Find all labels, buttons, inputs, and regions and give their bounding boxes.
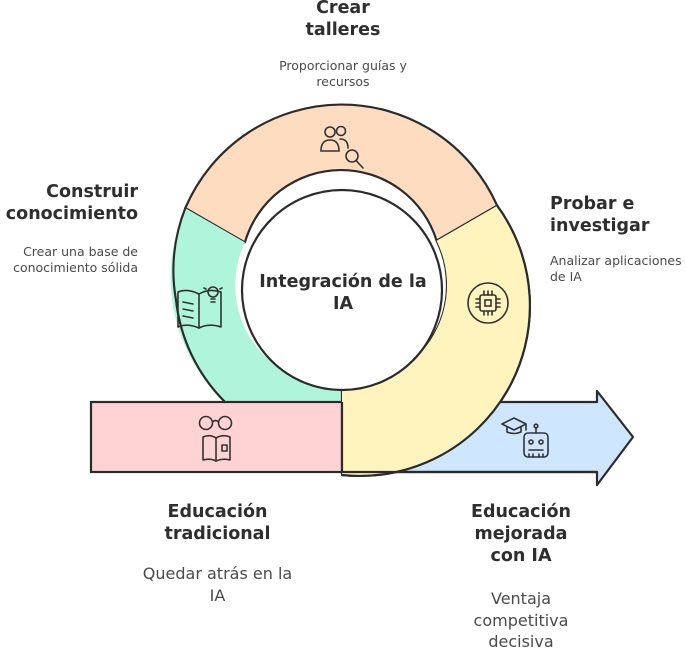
traditional-education-description: Quedar atrás en la IA bbox=[142, 564, 293, 605]
build-knowledge-description: Crear una base de conocimiento sólida bbox=[13, 244, 138, 276]
build-knowledge-title: Construir conocimiento bbox=[5, 182, 138, 224]
book-lightbulb-icon bbox=[177, 286, 223, 329]
enhanced-education-description: Ventaja competitiva decisiva bbox=[473, 589, 569, 652]
test-investigate-title: Probar e investigar bbox=[550, 194, 650, 236]
robot-graduation-icon bbox=[501, 417, 549, 458]
enhanced-education-title: Educación mejorada con IA bbox=[471, 502, 571, 566]
chip-magnifier-icon bbox=[467, 282, 509, 324]
segment-create-workshops bbox=[184, 103, 499, 244]
create-workshops-description: Proporcionar guías y recursos bbox=[279, 58, 407, 90]
users-search-icon bbox=[320, 125, 364, 169]
center-title: Integración de la IA bbox=[259, 272, 427, 314]
reading-glasses-book-icon bbox=[198, 415, 233, 462]
traditional-education-title: Educación tradicional bbox=[164, 502, 271, 544]
create-workshops-title: Crear talleres bbox=[305, 0, 381, 40]
test-investigate-description: Analizar aplicaciones de IA bbox=[550, 253, 682, 285]
center-circle bbox=[240, 188, 444, 392]
